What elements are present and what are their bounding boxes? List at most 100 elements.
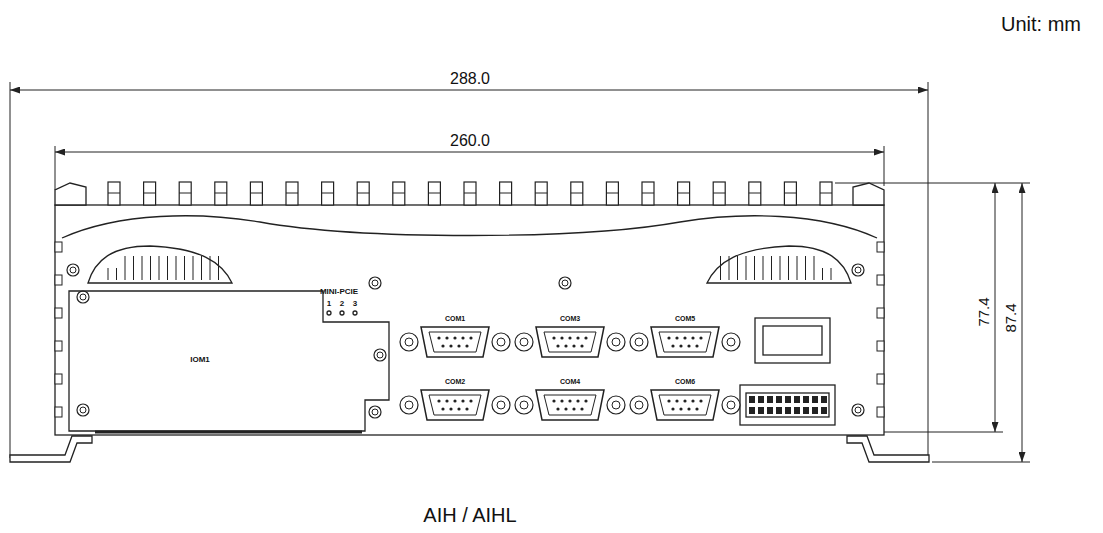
cooling-fin xyxy=(179,182,191,205)
vent-slot xyxy=(763,256,764,280)
hex-nut xyxy=(497,401,505,409)
side-fin xyxy=(55,275,62,285)
screw xyxy=(369,277,381,289)
cooling-fin xyxy=(642,182,654,205)
vent-slot xyxy=(822,268,823,280)
display-window xyxy=(763,326,822,355)
screw xyxy=(77,291,89,303)
db9-pin xyxy=(691,399,694,402)
cooling-fin xyxy=(749,193,761,194)
cooling-fin xyxy=(286,182,298,205)
hex-nut xyxy=(635,338,643,346)
db9-pin xyxy=(449,407,452,410)
screw xyxy=(369,406,381,418)
db9-pin xyxy=(469,399,472,402)
db9-shell xyxy=(544,395,596,415)
db9-pin xyxy=(441,344,444,347)
vent-slot xyxy=(159,256,160,280)
cooling-fin xyxy=(286,182,298,205)
dimension-line xyxy=(995,183,996,432)
cooling-fin xyxy=(678,182,690,205)
terminal-block xyxy=(746,393,829,417)
vent-slot xyxy=(116,268,117,280)
cooling-fin xyxy=(642,182,654,205)
cooling-fin xyxy=(393,182,405,205)
side-fin xyxy=(55,407,62,417)
db9-pin xyxy=(556,344,559,347)
port-label: COM5 xyxy=(675,315,695,322)
extension-line xyxy=(928,82,929,458)
db9-pin xyxy=(445,399,448,402)
hex-nut xyxy=(492,333,510,351)
db9-pin xyxy=(576,336,579,339)
vent-slot xyxy=(805,256,806,280)
db9-pin xyxy=(671,344,674,347)
cooling-fin xyxy=(215,182,227,205)
led-indicator xyxy=(340,311,344,315)
dimension-value: 87.4 xyxy=(1003,303,1018,332)
db9-pin xyxy=(560,336,563,339)
db9-shell xyxy=(651,390,719,420)
db9-pin xyxy=(683,399,686,402)
db9-pin xyxy=(441,407,444,410)
cooling-fin xyxy=(428,182,440,205)
db9-pin xyxy=(695,407,698,410)
slot-number: 2 xyxy=(340,300,344,308)
cooling-fin xyxy=(500,193,512,194)
extension-line xyxy=(55,146,56,190)
screw xyxy=(855,267,861,273)
terminal-pin xyxy=(758,407,764,414)
screw xyxy=(374,349,386,361)
terminal-pin xyxy=(776,396,782,414)
db9-pin xyxy=(580,344,583,347)
db9-pin xyxy=(568,399,571,402)
terminal-pin xyxy=(767,396,773,414)
vent-slot xyxy=(797,256,798,280)
vent-slot xyxy=(142,256,143,280)
db9-pin xyxy=(465,407,468,410)
cooling-fin xyxy=(144,182,156,205)
terminal-pin xyxy=(749,396,755,414)
hex-nut xyxy=(515,333,533,351)
dimension-value: 77.4 xyxy=(976,297,991,326)
cooling-fin xyxy=(571,182,583,205)
slot-label: MINI-PCIE xyxy=(320,288,358,296)
dimension-value: 260.0 xyxy=(450,133,490,149)
terminal-pin xyxy=(821,396,827,414)
module-outline xyxy=(68,290,390,432)
dimension-line xyxy=(1022,183,1023,462)
vent-slot xyxy=(125,256,126,280)
cooling-fin xyxy=(606,182,618,205)
cooling-fin xyxy=(322,182,334,205)
extension-line xyxy=(10,82,11,458)
terminal-pin xyxy=(776,396,782,403)
corner-fin xyxy=(55,183,86,205)
port-label: COM6 xyxy=(675,378,695,385)
vent-slot xyxy=(218,256,219,280)
led-indicator xyxy=(353,311,357,315)
screw xyxy=(377,352,383,358)
hex-nut xyxy=(492,396,510,414)
hex-nut xyxy=(635,401,643,409)
db9-connector xyxy=(630,327,740,357)
db9-pin xyxy=(584,399,587,402)
screw xyxy=(80,407,86,413)
screw xyxy=(374,349,386,361)
module-label: IOM1 xyxy=(190,356,210,364)
cooling-fin xyxy=(179,182,191,205)
port-label: COM4 xyxy=(560,378,580,385)
screw xyxy=(70,267,76,273)
db9-pin xyxy=(457,407,460,410)
db9-pin xyxy=(679,407,682,410)
db9-pin xyxy=(683,336,686,339)
db9-pin xyxy=(465,344,468,347)
vent-slot xyxy=(831,268,832,280)
db9-connector xyxy=(400,327,510,357)
port-label: COM3 xyxy=(560,315,580,322)
extension-line xyxy=(932,462,1030,463)
db9-pin xyxy=(675,336,678,339)
cooling-fin xyxy=(749,182,761,205)
side-fin xyxy=(877,308,884,318)
db9-pin xyxy=(461,336,464,339)
